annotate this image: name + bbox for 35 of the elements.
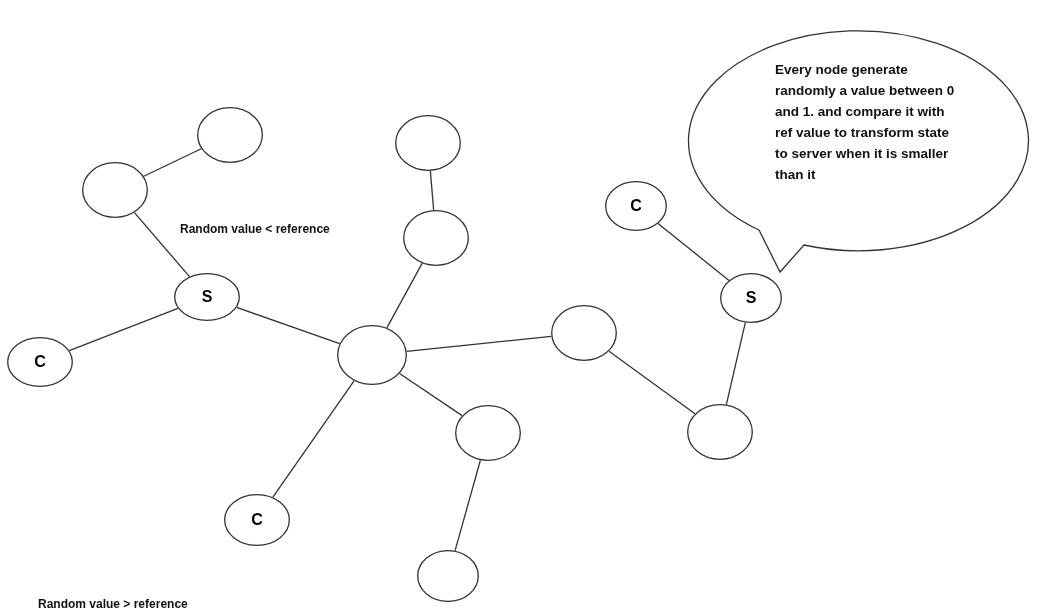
node-label: C xyxy=(34,353,46,371)
circle-node xyxy=(455,405,521,461)
connector-line xyxy=(725,321,746,406)
circle-node xyxy=(337,325,407,385)
connector-line xyxy=(429,170,435,211)
connector-line xyxy=(143,148,202,177)
circle-node xyxy=(403,210,469,266)
circle-node xyxy=(395,115,461,171)
circle-node xyxy=(224,494,290,546)
circle-node xyxy=(417,550,479,602)
connector-line xyxy=(133,211,191,278)
node-label: S xyxy=(201,288,213,306)
connector-line xyxy=(236,306,341,345)
connector-line xyxy=(657,222,730,282)
circle-node xyxy=(7,337,73,387)
connector-line xyxy=(398,372,463,417)
connector-line xyxy=(454,459,482,552)
connector-line xyxy=(68,307,179,352)
circle-node xyxy=(720,273,782,323)
connector-line xyxy=(608,350,696,415)
circle-node xyxy=(174,273,240,321)
circle-node xyxy=(197,107,263,163)
node-label: C xyxy=(251,511,263,529)
connector-line xyxy=(386,262,423,329)
circle-node xyxy=(82,162,148,218)
connector-line xyxy=(406,335,552,353)
connector-line xyxy=(272,380,355,498)
node-label: C xyxy=(630,197,642,215)
node-label: S xyxy=(745,289,757,307)
circle-node xyxy=(551,305,617,361)
annotation-text: Random value < reference xyxy=(180,222,330,236)
annotation-text: Random value > reference xyxy=(38,597,188,611)
circle-node xyxy=(605,181,667,231)
bubble-text: Every node generate randomly a value between 0 and 1. and compare it with ref value to transform state to server when it is smaller than it xyxy=(775,61,956,184)
circle-node xyxy=(687,404,753,460)
